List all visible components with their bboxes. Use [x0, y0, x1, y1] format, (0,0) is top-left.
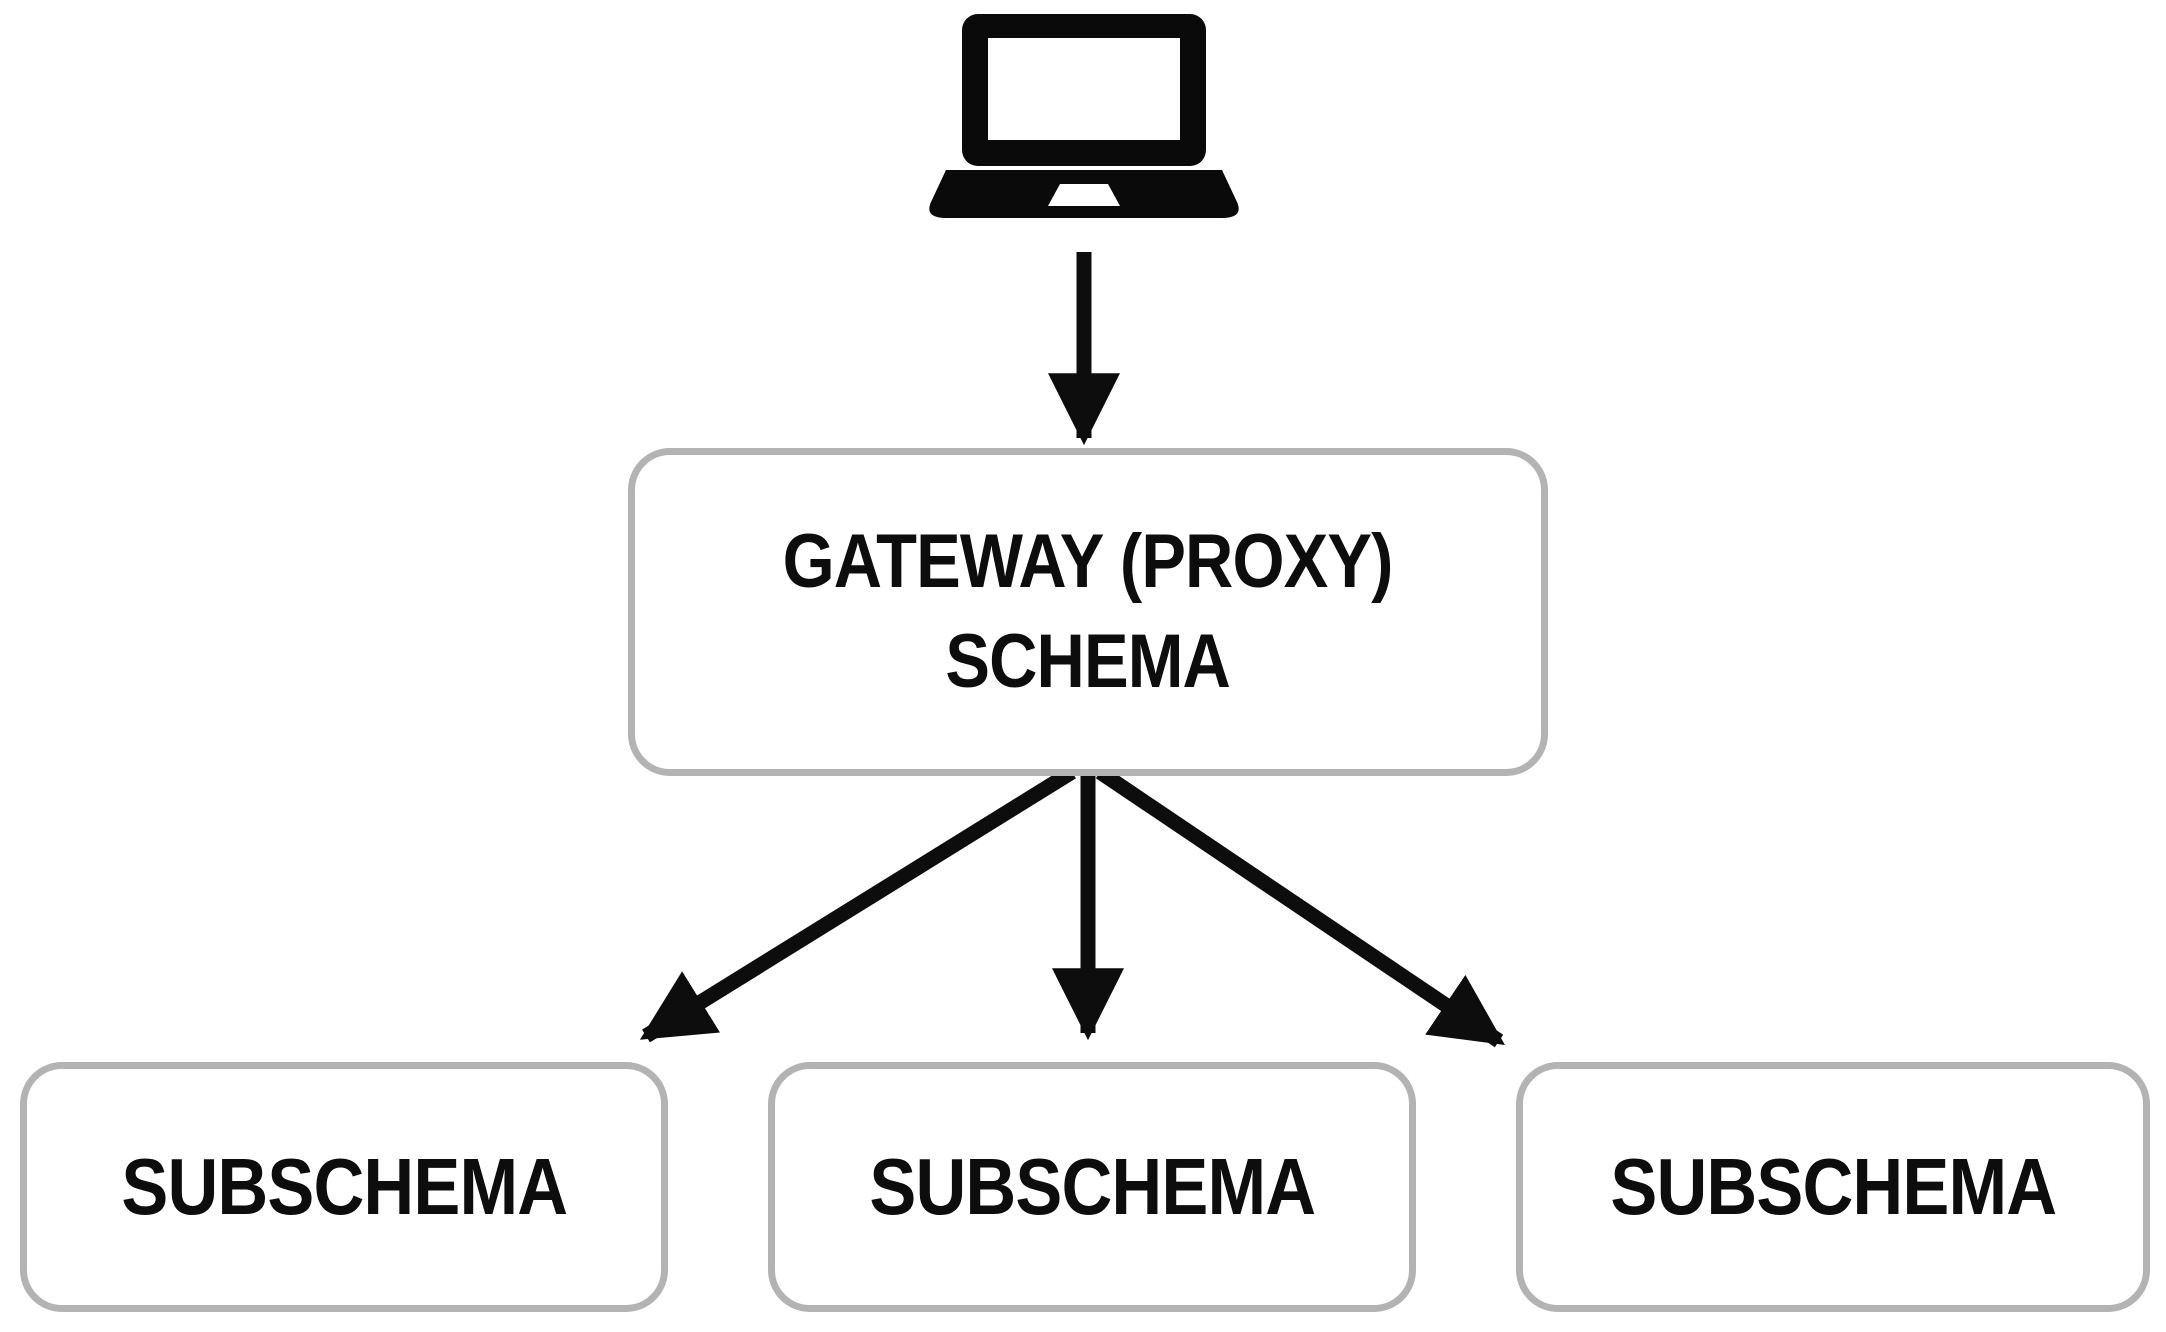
subschema-node-2: SUBSCHEMA — [768, 1062, 1416, 1312]
arrow-gateway-to-subschema-1 — [639, 765, 1076, 1043]
subschema-label-1: SUBSCHEMA — [121, 1142, 568, 1232]
laptop-icon — [929, 14, 1239, 218]
arrow-gateway-to-subschema-3 — [1095, 765, 1505, 1048]
subschema-node-3: SUBSCHEMA — [1516, 1062, 2150, 1312]
subschema-label-2: SUBSCHEMA — [869, 1142, 1316, 1232]
subschema-node-1: SUBSCHEMA — [20, 1062, 668, 1312]
gateway-label-line1: GATEWAY (PROXY) — [783, 518, 1394, 604]
gateway-label-line2: SCHEMA — [945, 619, 1231, 704]
gateway-schema-node: GATEWAY (PROXY) SCHEMA — [628, 448, 1548, 776]
subschema-label-3: SUBSCHEMA — [1610, 1142, 2057, 1232]
